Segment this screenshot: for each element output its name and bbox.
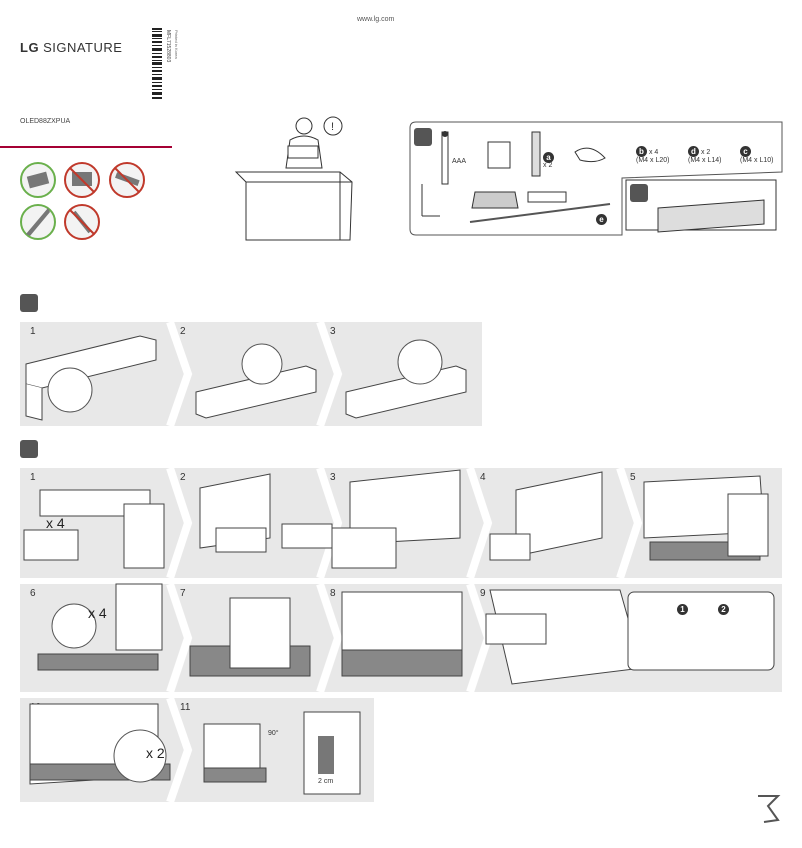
step10-count: x 2	[146, 745, 165, 761]
part-a-badge: a	[543, 152, 554, 163]
box-step-3: 3	[330, 326, 336, 337]
barcode-subtext: Printed in Korea	[174, 30, 179, 59]
box-step-2: 2	[180, 326, 186, 337]
bracket-count: x 2	[543, 162, 553, 169]
screw-c: c (M4 x L10)	[740, 146, 774, 164]
battery-label: AAA	[452, 158, 467, 165]
tv-step-4: 4	[480, 472, 486, 483]
step1-count: x 4	[46, 515, 65, 531]
screw-d: d x 2(M4 x L14)	[688, 146, 722, 164]
step9-sub1: 1	[677, 604, 688, 615]
barcode	[152, 28, 172, 102]
step6-count: x 4	[88, 605, 107, 621]
tv-row-1-illustrations	[23, 466, 769, 580]
stand-assembly-icon	[20, 294, 38, 312]
website-url: www.lg.com	[357, 16, 395, 23]
model-number: OLED88ZXPUA	[20, 118, 71, 125]
tv-step-8: 8	[330, 588, 336, 599]
wall-gap: 2 cm	[318, 778, 334, 785]
tv-step-1: 1	[30, 472, 36, 483]
unboxing-illustration: !	[234, 116, 353, 241]
page-turn-arrow-icon	[758, 795, 781, 823]
box-step-1: 1	[30, 326, 36, 337]
tv-step-3: 3	[330, 472, 336, 483]
tv-step-2: 2	[180, 472, 186, 483]
step9-sub2: 2	[718, 604, 729, 615]
screw-b: b x 4(M4 x L20)	[636, 146, 670, 164]
tv-step-6: 6	[30, 588, 36, 599]
tv-step-11: 11	[180, 702, 191, 713]
accent-divider	[0, 146, 172, 148]
tv-step-9: 9	[480, 588, 486, 599]
tv-row-2-illustrations	[37, 582, 775, 694]
svg-text:!: !	[331, 121, 334, 133]
handling-warning-icons	[20, 162, 145, 240]
components-panel	[409, 121, 783, 236]
tv-step-5: 5	[630, 472, 636, 483]
rotation-angle: 90°	[268, 730, 279, 737]
part-e-badge: e	[596, 214, 607, 225]
stand-assembly-illustrations	[25, 320, 467, 428]
tv-assembly-icon	[20, 440, 38, 458]
barcode-text: MFL71528803	[165, 30, 171, 63]
tv-row-3-illustrations	[29, 696, 361, 804]
tv-step-7: 7	[180, 588, 186, 599]
